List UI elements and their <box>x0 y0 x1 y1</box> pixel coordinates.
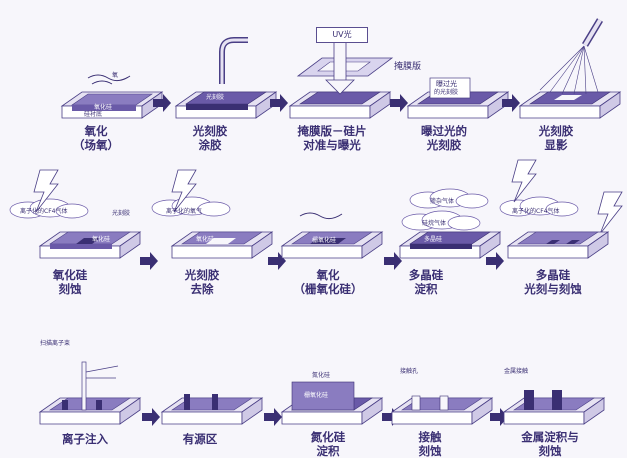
step-poly-deposit-diagram <box>399 188 501 259</box>
step-active-region-diagram <box>161 394 263 425</box>
step-metal-diagram <box>503 390 605 425</box>
oxide-label-3: 氧化硅 <box>196 236 215 243</box>
caption-nitride-deposit: 氮化硅淀积 <box>310 430 346 458</box>
step-poly-etch-diagram <box>499 159 623 259</box>
uv-light-label: UV光 <box>316 27 368 43</box>
caption-resist-coat: 光刻胶涂胶 <box>192 124 228 152</box>
caption-exposed-resist: 曝过光的光刻胶 <box>421 124 467 152</box>
mask-label: 掩膜版 <box>394 62 422 72</box>
contact-label: 接触孔 <box>400 368 419 375</box>
plasma-o2-label: 离子化的氧气 <box>166 208 203 215</box>
plasma-cf4-label-2: 离子化的CF4气体 <box>512 208 560 215</box>
flow-arrow <box>390 94 408 112</box>
silane-gas-label: 硅烷气体 <box>422 220 447 227</box>
flow-arrow <box>486 252 504 270</box>
step-nitride-deposit-diagram <box>281 381 383 425</box>
poly-label: 多晶硅 <box>424 236 443 243</box>
flow-arrow <box>140 252 158 270</box>
caption-ion-implant: 离子注入 <box>62 432 108 446</box>
caption-gate-oxidation: 氧化（栅氧化硅） <box>293 268 363 296</box>
dopant-gas-label: 掺杂气体 <box>430 198 455 205</box>
gate-oxide-label-2: 栅氧化硅 <box>304 392 329 399</box>
flow-arrow <box>142 408 160 426</box>
caption-metal: 金属淀积与刻蚀 <box>521 430 579 458</box>
nitride-label: 氮化硅 <box>312 372 331 379</box>
gas-label: 氧 <box>112 72 119 79</box>
step-ion-implant-diagram <box>39 361 141 425</box>
step-develop-diagram <box>519 18 621 119</box>
plasma-cf4-label: 离子化的CF4气体 <box>20 208 68 215</box>
scan-ion-label: 扫描离子束 <box>40 340 71 347</box>
flow-arrow <box>264 408 282 426</box>
gate-oxide-label: 栅氧化硅 <box>312 237 337 244</box>
caption-oxidation: 氧化（场氧） <box>73 124 119 152</box>
photoresist-label-2: 光刻胶 <box>112 210 131 217</box>
caption-resist-strip: 光刻胶去除 <box>184 268 220 296</box>
exposed-label: 曝过光 <box>436 80 457 88</box>
caption-active-region: 有源区 <box>182 432 218 446</box>
caption-poly-deposit: 多晶硅淀积 <box>408 268 444 296</box>
step-mask-align-expose-diagram <box>289 41 394 119</box>
caption-align-expose: 掩膜版－硅片对准与曝光 <box>297 124 367 152</box>
photoresist-label: 光刻胶 <box>206 94 225 101</box>
oxide-label-2: 氧化硅 <box>92 236 111 243</box>
substrate-label: 硅衬底 <box>84 111 103 118</box>
step-exposed-resist-diagram <box>407 77 509 119</box>
caption-poly-etch: 多晶硅光刻与刻蚀 <box>524 268 582 296</box>
step-contact-etch-diagram <box>391 395 493 425</box>
step-photoresist-coat-diagram <box>175 37 277 119</box>
step-oxide-etch-diagram <box>9 169 141 259</box>
metal-label: 金属接触 <box>504 368 529 375</box>
caption-develop: 光刻胶显影 <box>538 124 574 152</box>
caption-contact-etch: 接触刻蚀 <box>418 430 442 458</box>
caption-oxide-etch: 氧化硅刻蚀 <box>52 268 88 296</box>
exposed-label-2: 的光刻胶 <box>434 89 459 96</box>
oxide-label: 氧化硅 <box>94 104 113 111</box>
step-gate-oxidation-diagram <box>281 212 383 259</box>
step-oxidation-diagram <box>61 74 163 119</box>
step-resist-strip-diagram <box>151 169 273 259</box>
